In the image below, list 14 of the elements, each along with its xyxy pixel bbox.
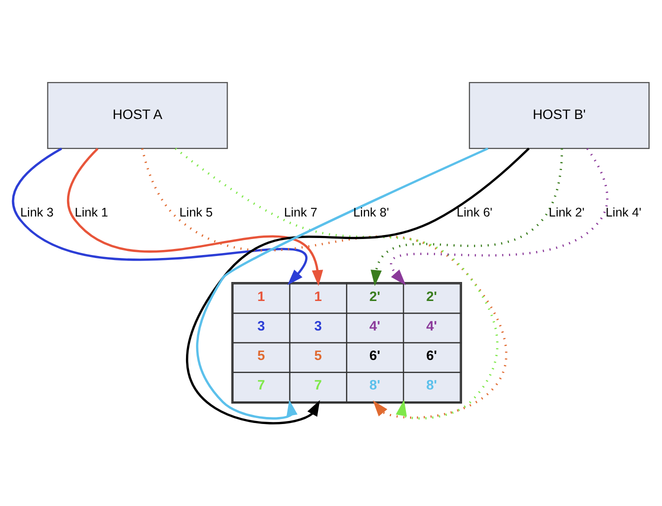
edge-label: Link 6': [456, 205, 492, 220]
arrow: [370, 148, 564, 286]
edge-label: Link 5: [179, 205, 213, 220]
node-box: HOST A: [47, 82, 228, 150]
node-box: HOST B': [468, 82, 650, 150]
edge-label: Link 8': [353, 205, 389, 220]
edge-label: Link 7: [284, 205, 318, 220]
edge-label: Link 4': [606, 205, 642, 220]
edge-label: Link 2': [548, 205, 585, 220]
arrow: [390, 148, 608, 286]
arrow: [12, 148, 307, 286]
arrow: [67, 148, 324, 286]
edge-label: Link 3: [20, 205, 54, 220]
edge-label: Link 1: [74, 205, 108, 220]
